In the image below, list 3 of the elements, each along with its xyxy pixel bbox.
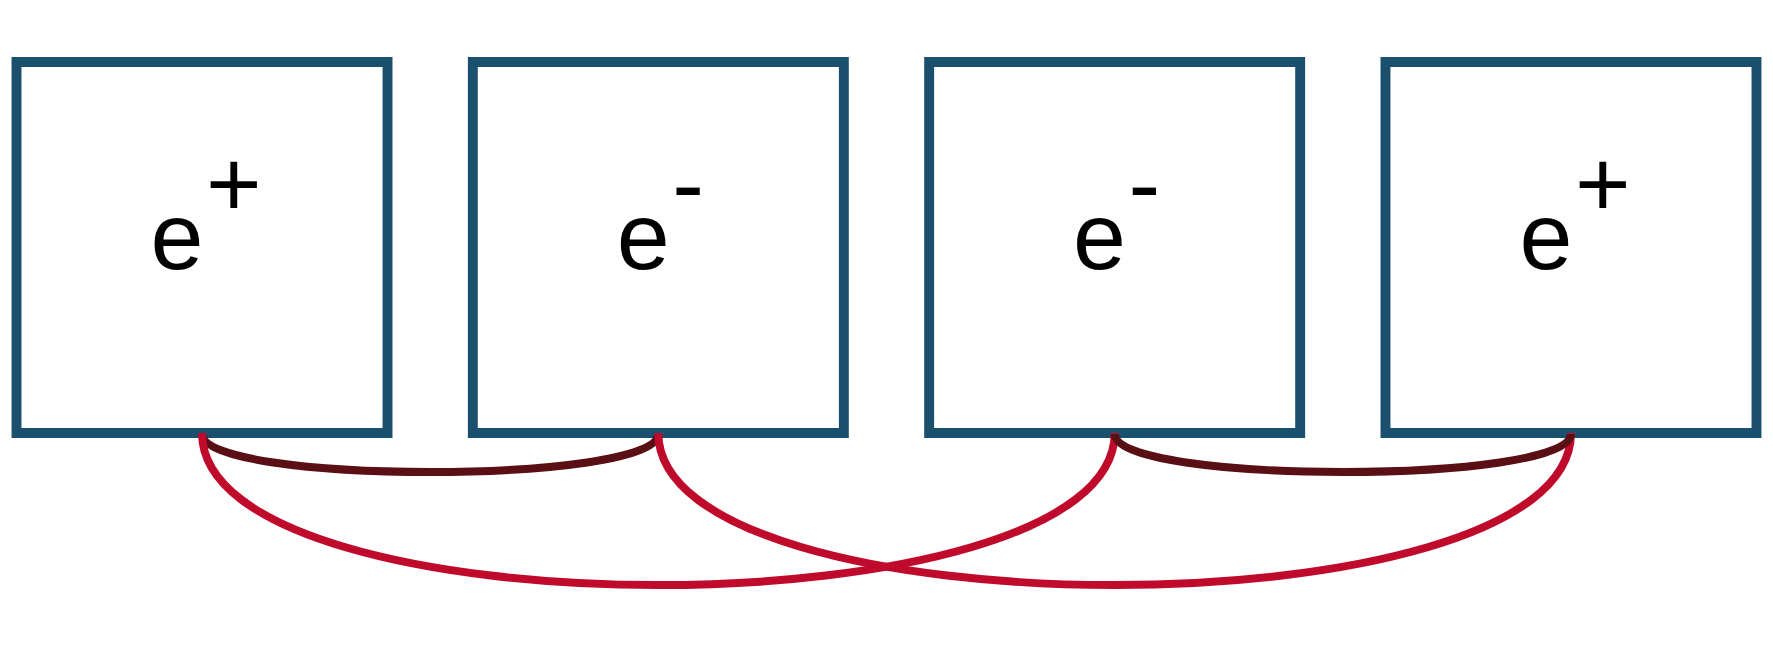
connector (654, 431, 1575, 589)
connector (1111, 431, 1575, 476)
connector (198, 431, 1119, 589)
